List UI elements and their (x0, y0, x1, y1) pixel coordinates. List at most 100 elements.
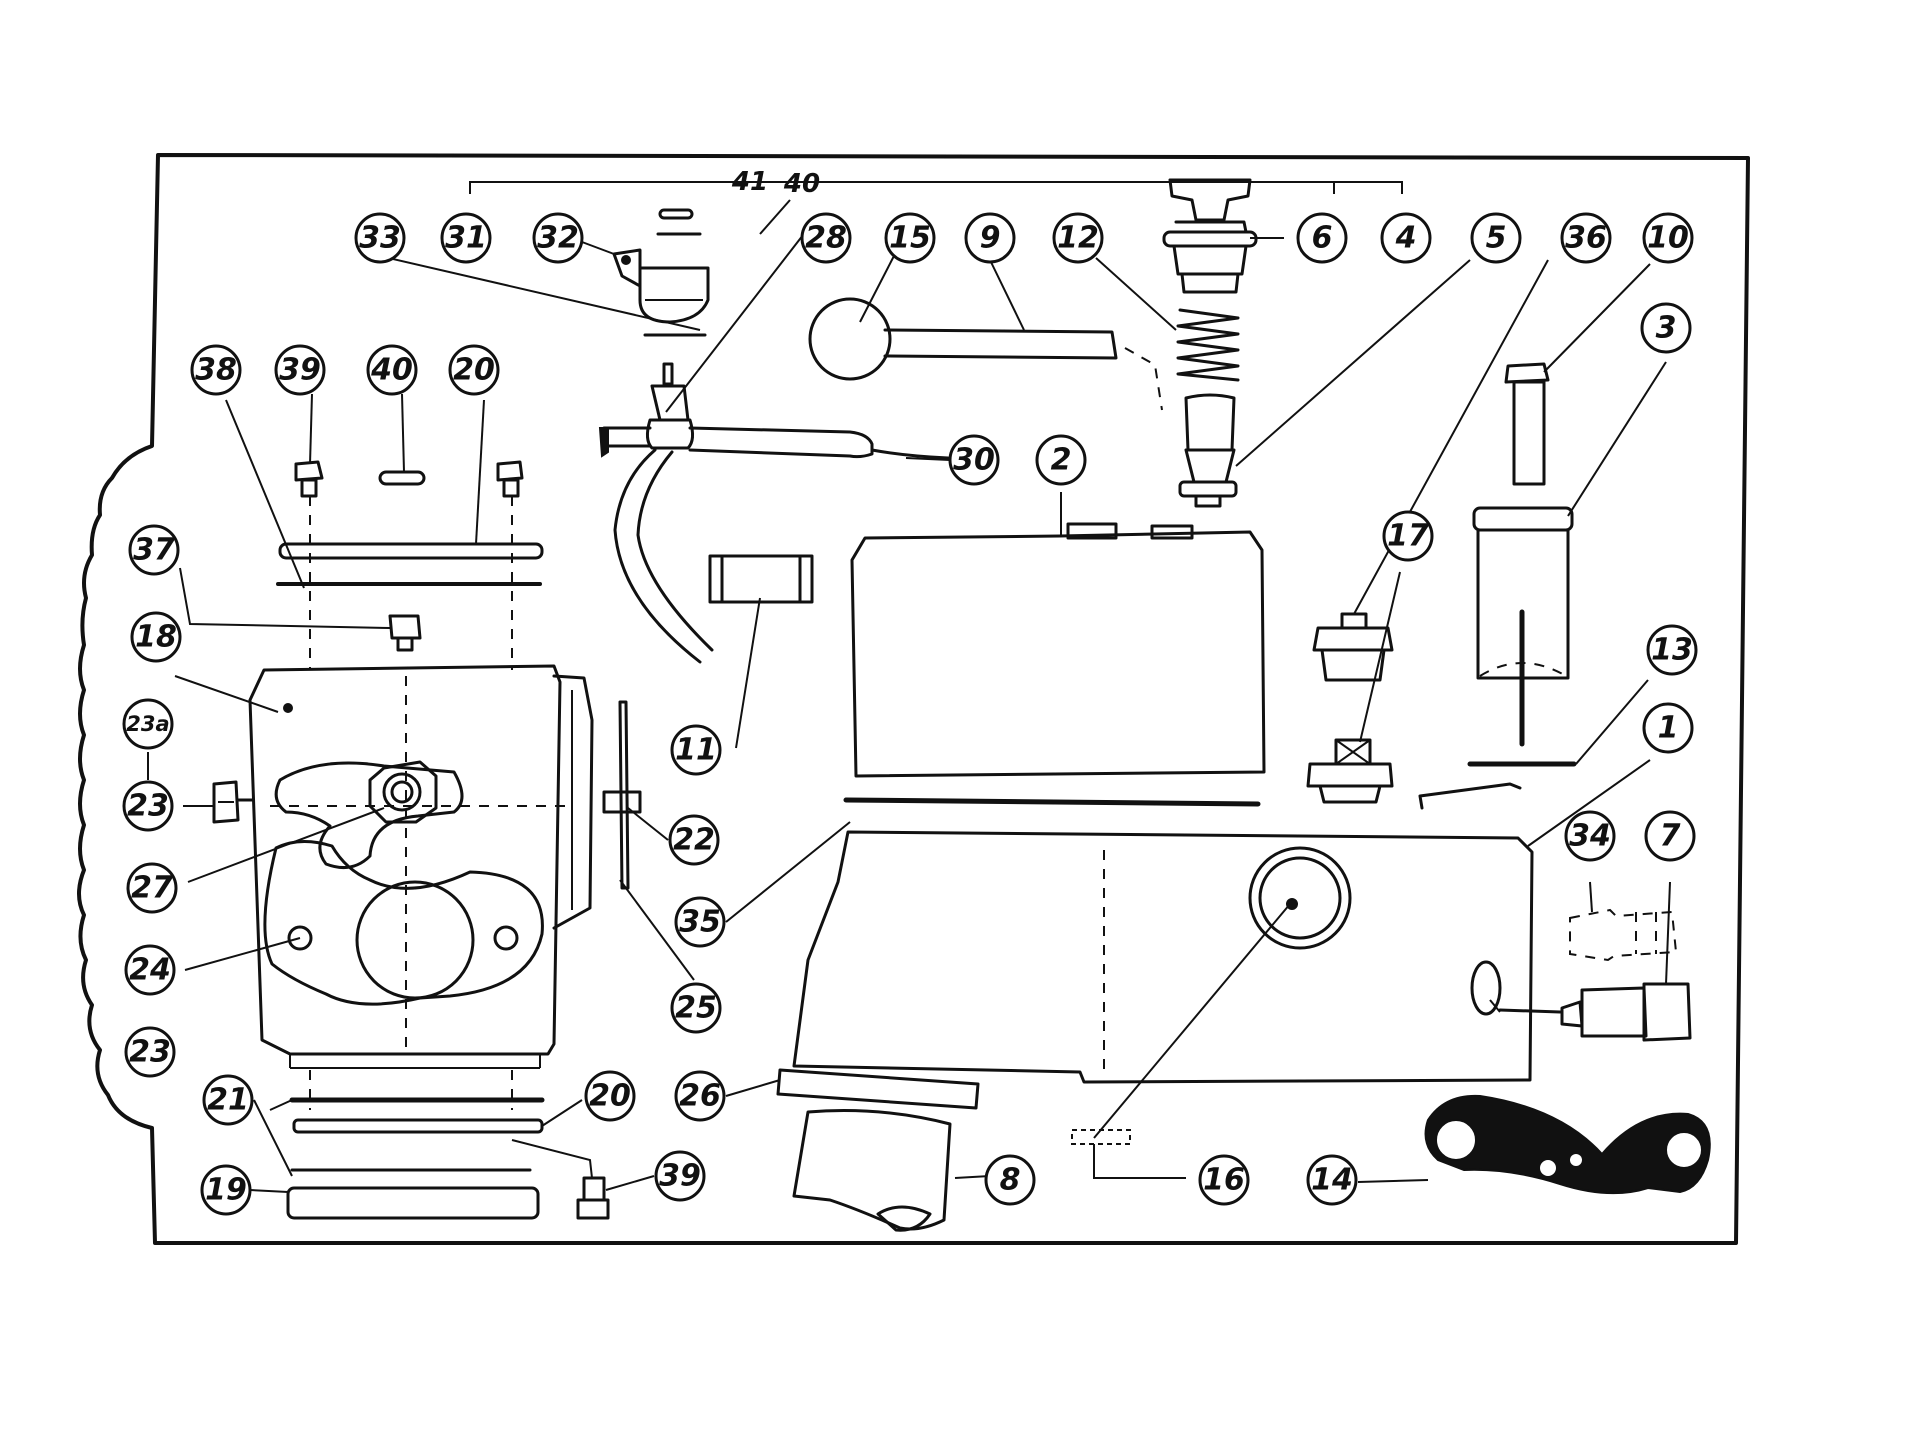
callout-16: 16 (1198, 1154, 1250, 1206)
callout-1: 1 (1642, 702, 1694, 754)
spring (1176, 308, 1240, 382)
callout-32: 32 (532, 212, 584, 264)
svg-text:14: 14 (1311, 1163, 1353, 1198)
svg-text:36: 36 (1565, 221, 1607, 256)
callout-23-bottom: 23 (124, 1026, 176, 1078)
svg-text:32: 32 (537, 221, 579, 256)
jet-housing (1472, 506, 1574, 747)
callout-8: 8 (984, 1154, 1036, 1206)
svg-text:4: 4 (1395, 221, 1417, 256)
callout-21: 21 (202, 1074, 254, 1126)
callout-38: 38 (190, 344, 242, 396)
callout-5: 5 (1470, 212, 1522, 264)
callout-39-top: 39 (274, 344, 326, 396)
callout-30: 30 (948, 434, 1000, 486)
callout-33: 33 (354, 212, 406, 264)
callout-26: 26 (674, 1070, 726, 1122)
callout-20-bottom: 20 (584, 1070, 636, 1122)
free-label-41: 41 (731, 167, 768, 197)
callout-37: 37 (128, 524, 180, 576)
svg-text:39: 39 (659, 1159, 701, 1194)
carburettor-lower-body (792, 830, 1534, 1084)
svg-text:37: 37 (133, 533, 175, 568)
callout-12: 12 (1052, 212, 1104, 264)
diagram-frame (77, 153, 1750, 1245)
side-screw (212, 780, 254, 824)
callout-27: 27 (126, 862, 178, 914)
callout-17: 17 (1382, 510, 1434, 562)
svg-text:12: 12 (1057, 221, 1099, 256)
svg-text:13: 13 (1651, 633, 1693, 668)
small-plate (1071, 1129, 1131, 1145)
callout-7: 7 (1644, 810, 1696, 862)
svg-text:2: 2 (1051, 443, 1072, 478)
svg-text:39: 39 (279, 353, 321, 388)
throttle-shaft (602, 700, 642, 890)
svg-text:17: 17 (1387, 519, 1429, 554)
callout-22: 22 (668, 814, 720, 866)
callout-39-bottom: 39 (654, 1150, 706, 1202)
pin-part-31 (656, 208, 702, 236)
svg-text:9: 9 (980, 221, 1001, 256)
leader-lines (147, 181, 1671, 1193)
callout-23a: 23a (122, 698, 174, 750)
svg-text:16: 16 (1203, 1163, 1245, 1198)
callout-28: 28 (800, 212, 852, 264)
callout-9: 9 (964, 212, 1016, 264)
svg-text:5: 5 (1486, 221, 1507, 256)
svg-text:27: 27 (131, 871, 173, 906)
filter-cup (792, 1109, 952, 1232)
plug-36 (1312, 612, 1394, 682)
callout-34: 34 (1564, 810, 1616, 862)
bottom-gaskets (286, 1070, 545, 1220)
callout-18: 18 (130, 611, 182, 663)
svg-text:19: 19 (205, 1173, 247, 1208)
throttle-body (248, 664, 594, 1069)
svg-text:21: 21 (207, 1083, 249, 1118)
banjo-fitting (1498, 982, 1692, 1042)
svg-text:35: 35 (679, 905, 721, 940)
svg-text:34: 34 (1569, 819, 1611, 854)
flange-gasket (1424, 1094, 1711, 1195)
svg-text:40: 40 (370, 353, 413, 388)
free-label-40: 40 (783, 169, 820, 199)
svg-text:11: 11 (675, 733, 717, 768)
callout-19: 19 (200, 1164, 252, 1216)
float-chamber-cup (612, 248, 710, 337)
svg-text:24: 24 (129, 953, 171, 988)
svg-text:30: 30 (953, 443, 995, 478)
callout-20-top: 20 (448, 344, 500, 396)
bolt (1504, 362, 1550, 486)
svg-text:10: 10 (1647, 221, 1689, 256)
callout-2: 2 (1035, 434, 1087, 486)
svg-text:18: 18 (135, 620, 177, 655)
callout-6: 6 (1296, 212, 1348, 264)
svg-text:22: 22 (673, 823, 715, 858)
svg-text:33: 33 (359, 221, 401, 256)
callout-31: 31 (440, 212, 492, 264)
svg-text:8: 8 (1000, 1163, 1021, 1198)
svg-text:20: 20 (589, 1079, 631, 1114)
svg-text:15: 15 (889, 221, 931, 256)
svg-text:31: 31 (445, 221, 487, 256)
top-cap-fitting (1162, 178, 1258, 294)
leader-40 (759, 199, 791, 235)
callout-25: 25 (670, 982, 722, 1034)
svg-text:26: 26 (679, 1079, 721, 1114)
callout-40: 40 (366, 344, 418, 396)
strip-26 (776, 1068, 980, 1110)
needle-valve (1178, 393, 1238, 508)
fitting-34 (1569, 908, 1678, 962)
callout-35: 35 (674, 896, 726, 948)
svg-text:20: 20 (453, 353, 495, 388)
svg-text:7: 7 (1660, 819, 1681, 854)
callout-23-mid: 23 (122, 780, 174, 832)
svg-text:6: 6 (1312, 221, 1333, 256)
hex-nut (708, 554, 814, 604)
fuel-inlet-pipe (598, 362, 950, 664)
gasket-strip (843, 797, 1261, 807)
svg-text:38: 38 (195, 353, 237, 388)
float-lever (808, 297, 1163, 411)
svg-text:28: 28 (805, 221, 847, 256)
